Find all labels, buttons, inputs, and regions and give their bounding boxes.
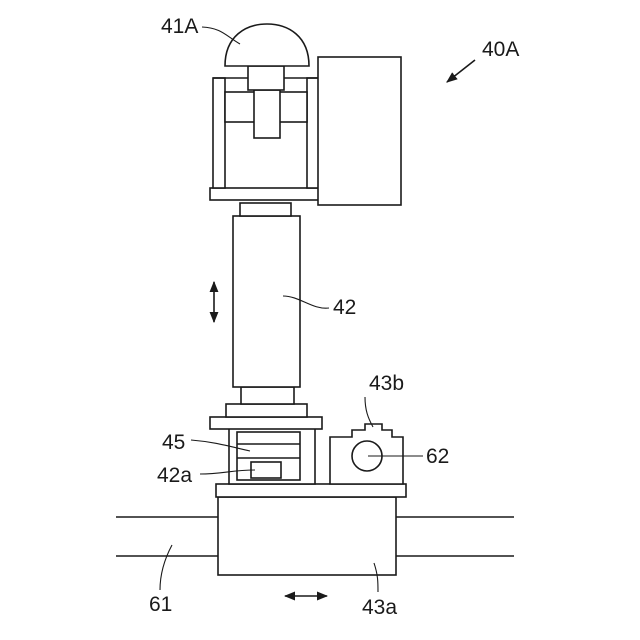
- label-rail: 61: [149, 593, 172, 616]
- assembly-pointer-arrow: [447, 60, 475, 82]
- column: [233, 203, 300, 387]
- label-base-housing: 43a: [362, 596, 397, 619]
- label-roller: 62: [426, 445, 449, 468]
- side-box: [318, 57, 401, 205]
- label-guide: 45: [162, 431, 185, 454]
- head-frame: [210, 24, 320, 200]
- lower-flange-plate: [210, 417, 322, 429]
- head-cap: [225, 24, 309, 66]
- label-assembly: 40A: [482, 38, 519, 61]
- lower-flange: [226, 404, 307, 417]
- label-motor-bracket: 43b: [369, 372, 404, 395]
- base-plate: [216, 484, 406, 497]
- column-base-block: [251, 462, 281, 478]
- guide-block: [229, 425, 315, 484]
- label-column: 42: [333, 296, 356, 319]
- label-head: 41A: [161, 15, 198, 38]
- motor-bracket: [330, 424, 403, 484]
- base-housing: [218, 497, 396, 575]
- label-column-base: 42a: [157, 464, 192, 487]
- column-foot: [241, 387, 294, 404]
